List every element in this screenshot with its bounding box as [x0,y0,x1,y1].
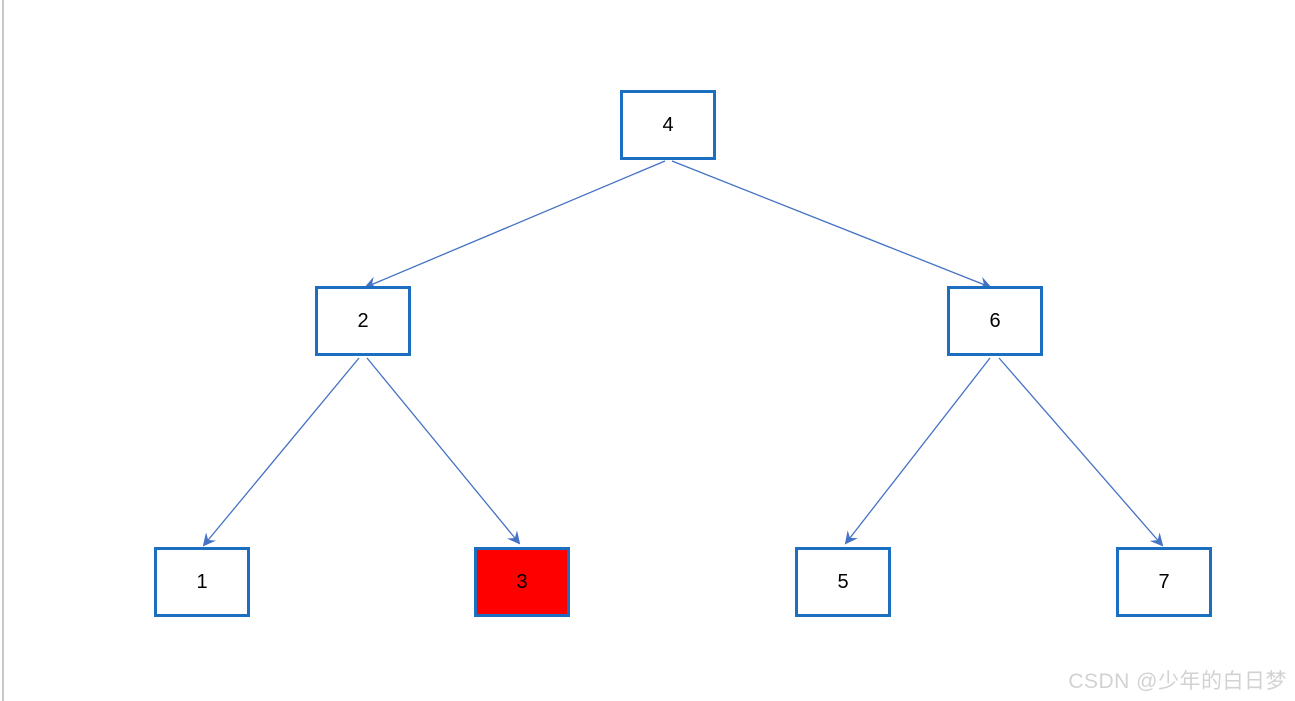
edge-4-6 [671,160,992,289]
tree-node-7-label: 7 [1158,571,1170,593]
left-edge-rule [2,0,4,701]
csdn-watermark: CSDN @少年的白日梦 [1068,670,1287,693]
tree-node-4-label: 4 [662,114,674,136]
tree-node-6-label: 6 [989,310,1001,332]
edge-2-3 [366,357,521,545]
tree-node-5-label: 5 [837,571,849,593]
tree-node-6: 6 [947,286,1043,356]
edge-2-1 [202,357,360,547]
tree-node-1-label: 1 [196,571,208,593]
tree-node-1: 1 [154,547,250,617]
edge-6-7 [998,357,1164,547]
tree-node-7: 7 [1116,547,1212,617]
tree-node-5: 5 [795,547,891,617]
tree-node-3-label: 3 [516,571,528,593]
tree-node-4: 4 [620,90,716,160]
tree-node-2-label: 2 [357,310,369,332]
tree-node-2: 2 [315,286,411,356]
tree-node-3-highlighted: 3 [474,547,570,617]
edge-6-5 [844,357,991,545]
edge-4-2 [364,160,666,289]
